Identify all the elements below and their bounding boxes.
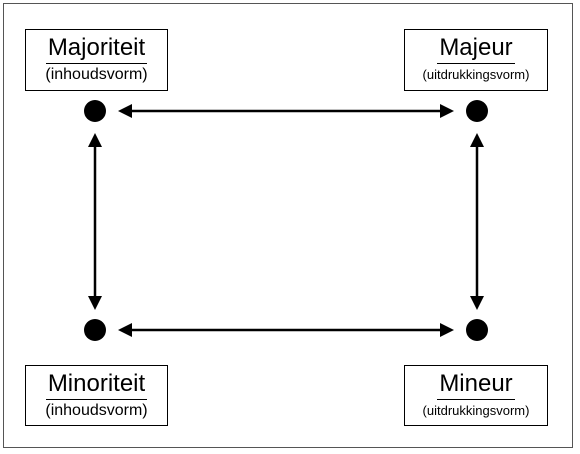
node-subtitle-majority: (inhoudsvorm) (45, 66, 148, 83)
node-subtitle-major: (uitdrukkingsvorm) (422, 67, 530, 82)
node-dot-minority (84, 319, 106, 341)
node-subtitle-minor: (uitdrukkingsvorm) (422, 403, 530, 418)
arrow-majority-major (118, 104, 454, 118)
node-dot-major (466, 100, 488, 122)
node-box-minority: Minoriteit (inhoudsvorm) (25, 365, 168, 426)
node-title-major: Majeur (437, 34, 515, 64)
node-dot-minor (466, 319, 488, 341)
node-box-major: Majeur (uitdrukkingsvorm) (404, 29, 548, 91)
node-dot-majority (84, 100, 106, 122)
node-box-minor: Mineur (uitdrukkingsvorm) (404, 365, 548, 426)
arrow-minority-minor (118, 323, 454, 337)
arrow-major-minor (470, 133, 484, 310)
diagram-frame (3, 3, 573, 448)
arrow-majority-minority (88, 133, 102, 310)
node-title-minor: Mineur (437, 370, 515, 400)
node-title-majority: Majoriteit (45, 34, 148, 64)
node-title-minority: Minoriteit (45, 370, 148, 400)
node-subtitle-minority: (inhoudsvorm) (45, 402, 148, 419)
node-box-majority: Majoriteit (inhoudsvorm) (25, 29, 168, 91)
